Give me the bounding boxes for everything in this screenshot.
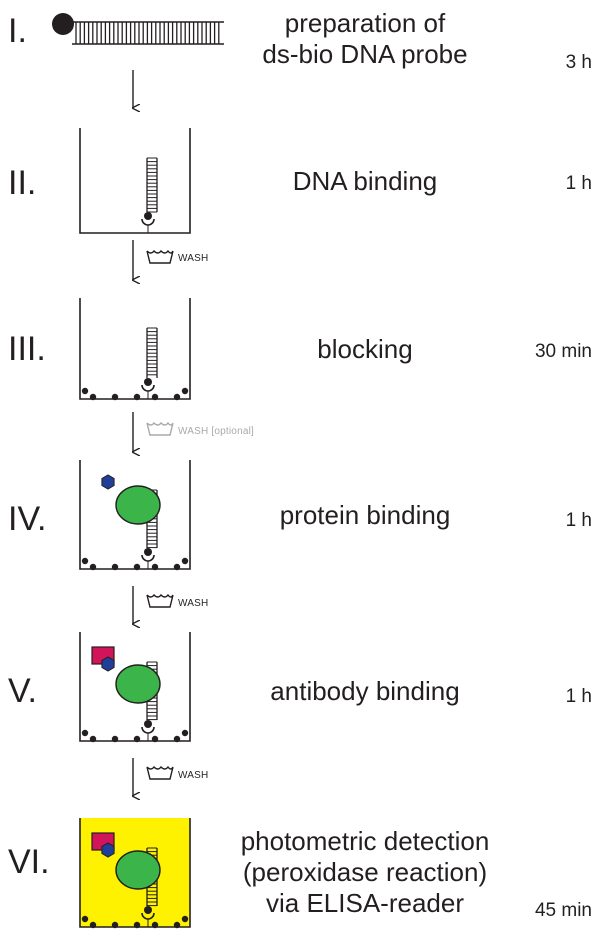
blocking-dot — [81, 729, 89, 737]
step-5-time: 1 h — [565, 686, 592, 707]
well-outline — [79, 298, 191, 400]
step-5-description-line-1: antibody binding — [270, 676, 460, 706]
step-3-time: 30 min — [534, 341, 592, 362]
antigen-tag-icon — [101, 656, 115, 672]
step-6-description: photometric detection (peroxidase reacti… — [230, 826, 500, 919]
blocking-dot — [133, 563, 141, 571]
blocking-dot — [133, 393, 141, 401]
blocking-dot — [81, 557, 89, 565]
wash-optional-icon — [146, 421, 174, 436]
blocking-dot — [111, 921, 119, 929]
step-4-description-line-1: protein binding — [279, 500, 451, 530]
blocking-dot — [89, 393, 97, 401]
protein-icon — [115, 664, 161, 704]
protein-icon — [115, 485, 161, 525]
step-3-description-line-1: blocking — [317, 334, 413, 364]
step-1-time: 3 h — [565, 52, 592, 73]
blocking-dot — [81, 915, 89, 923]
blocking-dot — [181, 387, 189, 395]
antigen-tag-icon — [101, 842, 115, 858]
antigen-tag-icon — [101, 474, 115, 490]
blocking-dot — [133, 735, 141, 743]
wash-label-1: WASH — [178, 253, 209, 264]
step-1-description: preparation of ds-bio DNA probe — [230, 8, 500, 70]
step-5-description: antibody binding — [230, 676, 500, 707]
step-6-numeral: VI. — [8, 843, 50, 881]
protein-icon — [115, 850, 161, 890]
step-2-time: 1 h — [565, 173, 592, 194]
dna-probe-horizontal — [52, 13, 224, 45]
biotin-icon — [144, 548, 152, 556]
blocking-dot — [81, 387, 89, 395]
step-3-description: blocking — [230, 334, 500, 365]
well-step-2 — [79, 128, 191, 234]
well-step-5 — [79, 632, 191, 743]
wash-icon — [146, 765, 174, 780]
step-6-description-line-3: via ELISA-reader — [266, 888, 464, 918]
biotin-icon — [144, 212, 152, 220]
blocking-dot — [151, 563, 159, 571]
step-2-description-line-1: DNA binding — [292, 166, 438, 196]
well-outline — [79, 128, 191, 234]
wash-label-2: WASH [optional] — [178, 426, 254, 437]
blocking-dot — [173, 921, 181, 929]
step-4-time: 1 h — [565, 510, 592, 531]
wash-icon — [146, 593, 174, 608]
step-3-numeral: III. — [8, 330, 46, 368]
biotin-icon — [144, 906, 152, 914]
blocking-dot — [181, 915, 189, 923]
well-step-4 — [79, 460, 191, 571]
step-5-numeral: V. — [8, 672, 38, 710]
step-4-numeral: IV. — [8, 500, 47, 538]
biotin-icon — [144, 720, 152, 728]
blocking-dot — [181, 557, 189, 565]
blocking-dot — [133, 921, 141, 929]
well-step-3 — [79, 298, 191, 401]
blocking-dot — [111, 393, 119, 401]
blocking-dot — [151, 393, 159, 401]
step-1-description-line-1: preparation of — [284, 8, 446, 38]
blocking-dot — [89, 921, 97, 929]
step-4-description: protein binding — [230, 500, 500, 531]
blocking-dot — [111, 735, 119, 743]
biotin-icon — [144, 378, 152, 386]
step-2-description: DNA binding — [230, 166, 500, 197]
blocking-dot — [173, 393, 181, 401]
step-1-numeral: I. — [8, 12, 27, 50]
step-2-numeral: II. — [8, 164, 37, 202]
well-step-6 — [79, 818, 191, 929]
biotin-icon — [52, 13, 74, 35]
blocking-dot — [89, 563, 97, 571]
blocking-dot — [89, 735, 97, 743]
wash-icon — [146, 249, 174, 264]
step-1-description-line-2: ds-bio DNA probe — [262, 39, 468, 69]
blocking-dot — [173, 735, 181, 743]
blocking-dot — [151, 921, 159, 929]
blocking-dot — [173, 563, 181, 571]
blocking-dot — [181, 729, 189, 737]
wash-label-3: WASH — [178, 598, 209, 609]
blocking-dot — [151, 735, 159, 743]
step-6-time: 45 min — [534, 900, 592, 921]
step-6-description-line-2: (peroxidase reaction) — [242, 857, 488, 887]
step-6-description-line-1: photometric detection — [240, 826, 490, 856]
wash-label-4: WASH — [178, 770, 209, 781]
blocking-dot — [111, 563, 119, 571]
